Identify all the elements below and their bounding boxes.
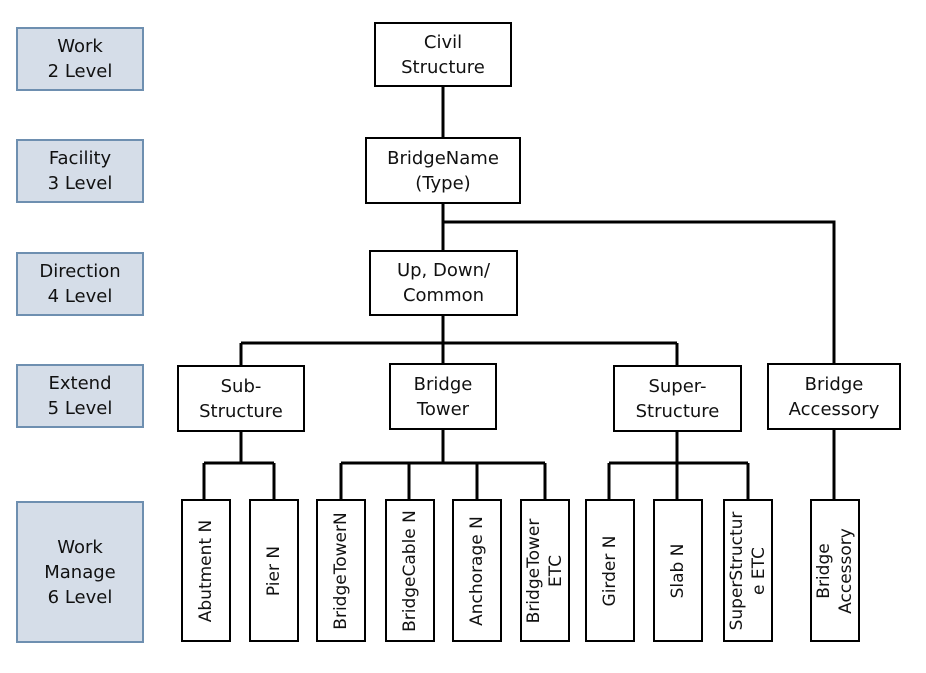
leaf-bridge-tower-n: BridgeTowerN: [316, 499, 366, 642]
level-label-line: 3 Level: [47, 173, 113, 194]
leaf-label: Girder N: [600, 535, 620, 606]
node-label-line: Tower: [416, 398, 470, 420]
node-label-line: Super-: [648, 375, 707, 397]
level-label-line: Facility: [48, 148, 112, 169]
leaf-label: Pier N: [264, 545, 284, 596]
level-work-manage-6: Work Manage 6 Level: [16, 501, 144, 643]
leaf-slab: Slab N: [653, 499, 703, 642]
leaf-label: ETC: [546, 554, 566, 587]
leaf-label: BridgeTowerN: [331, 511, 351, 630]
node-bridge-name: BridgeName (Type): [365, 137, 521, 204]
node-label-line: Structure: [401, 56, 485, 78]
level-label-line: Extend: [48, 373, 112, 394]
level-label-line: 6 Level: [47, 586, 113, 608]
node-label-line: Common: [402, 285, 485, 306]
leaf-label: SuperStructur: [727, 511, 747, 630]
leaf-label: Abutment N: [196, 519, 216, 622]
node-super-structure: Super- Structure: [613, 365, 742, 432]
connector-bridgename-accessory: [443, 220, 836, 363]
leaf-pier: Pier N: [249, 499, 299, 642]
leaf-girder: Girder N: [585, 499, 635, 642]
node-bridge-tower: Bridge Tower: [389, 363, 497, 430]
leaf-label: BridgeTower: [524, 518, 544, 623]
level-label-line: Manage: [44, 561, 116, 583]
leaf-abutment: Abutment N: [181, 499, 231, 642]
level-label-line: 5 Level: [47, 398, 113, 419]
node-label-line: Up, Down/: [396, 260, 491, 281]
node-civil-structure: Civil Structure: [374, 22, 512, 87]
node-label-line: BridgeName: [387, 147, 499, 169]
leaf-label: Anchorage N: [467, 515, 487, 626]
node-label-line: Structure: [199, 400, 283, 422]
level-label-line: Work: [57, 36, 103, 57]
level-label-line: Direction: [39, 261, 121, 282]
leaf-label: Accessory: [836, 527, 856, 614]
node-bridge-accessory: Bridge Accessory: [767, 363, 901, 430]
node-direction: Up, Down/ Common: [369, 250, 518, 316]
level-extend-5: Extend 5 Level: [16, 364, 144, 428]
node-label-line: Sub-: [220, 375, 262, 397]
node-label-line: Structure: [635, 400, 720, 422]
node-label-line: Bridge: [413, 373, 473, 395]
level-facility-3: Facility 3 Level: [16, 139, 144, 203]
level-label-line: 4 Level: [47, 286, 113, 307]
node-label-line: Bridge: [804, 373, 864, 395]
node-sub-structure: Sub- Structure: [177, 365, 305, 432]
leaf-label: e ETC: [749, 546, 769, 595]
node-label-line: (Type): [415, 172, 471, 194]
leaf-label: Slab N: [668, 543, 688, 598]
node-label-line: Accessory: [788, 398, 880, 420]
level-label-line: Work: [57, 536, 103, 558]
leaf-label: BridgeCable N: [400, 509, 420, 632]
level-direction-4: Direction 4 Level: [16, 252, 144, 316]
leaf-bridge-cable: BridgeCable N: [385, 499, 435, 642]
level-work-2: Work 2 Level: [16, 27, 144, 91]
node-label-line: Civil: [423, 31, 463, 53]
level-label-line: 2 Level: [47, 61, 113, 82]
leaf-label: Bridge: [814, 542, 834, 599]
leaf-anchorage: Anchorage N: [452, 499, 502, 642]
